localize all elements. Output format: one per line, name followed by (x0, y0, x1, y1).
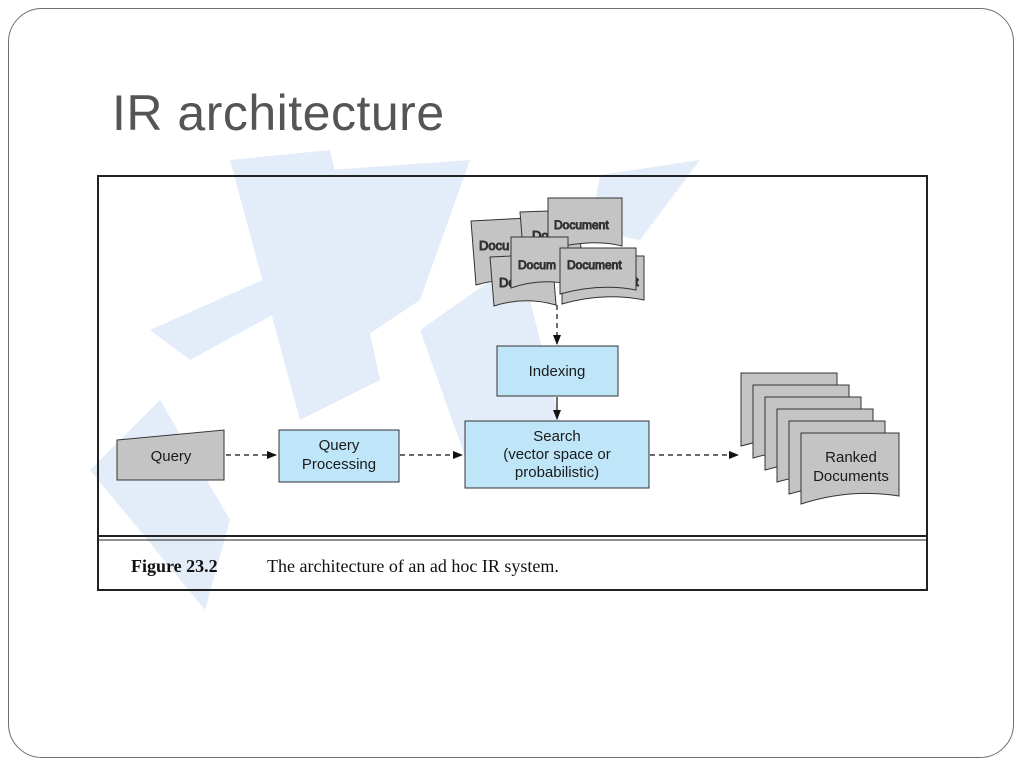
search-label-line2: (vector space or (503, 446, 611, 463)
search-label-line3: probabilistic) (515, 464, 599, 481)
figure-caption-text: The architecture of an ad hoc IR system. (267, 556, 559, 576)
page-title: IR architecture (112, 85, 445, 141)
indexing-box (496, 345, 619, 397)
ranked-documents-stack (740, 372, 900, 505)
ranked-documents-label-line2: Documents (813, 468, 889, 485)
query-processing-box (278, 429, 400, 483)
query-processing-label-line1: Query (319, 437, 360, 454)
search-box (464, 420, 650, 489)
watermark-logo (90, 150, 700, 610)
figure-caption-label: Figure 23.2 (131, 556, 218, 576)
document-sheet (559, 247, 637, 295)
document-stack: Docu Do Do Document ment Docum Document (470, 197, 645, 307)
slide-frame (8, 8, 1014, 758)
document-label: Docum (518, 258, 556, 272)
query-label: Query (151, 448, 192, 465)
ranked-documents-label-line1: Ranked (825, 449, 877, 466)
document-label: Document (554, 218, 609, 232)
query-processing-label-line2: Processing (302, 456, 376, 473)
search-label-line1: Search (533, 428, 581, 445)
indexing-label: Indexing (529, 363, 586, 380)
document-label: Docu (479, 238, 509, 253)
figure-border (97, 175, 928, 591)
document-label: Document (567, 258, 622, 272)
query-input-shape (116, 429, 225, 481)
